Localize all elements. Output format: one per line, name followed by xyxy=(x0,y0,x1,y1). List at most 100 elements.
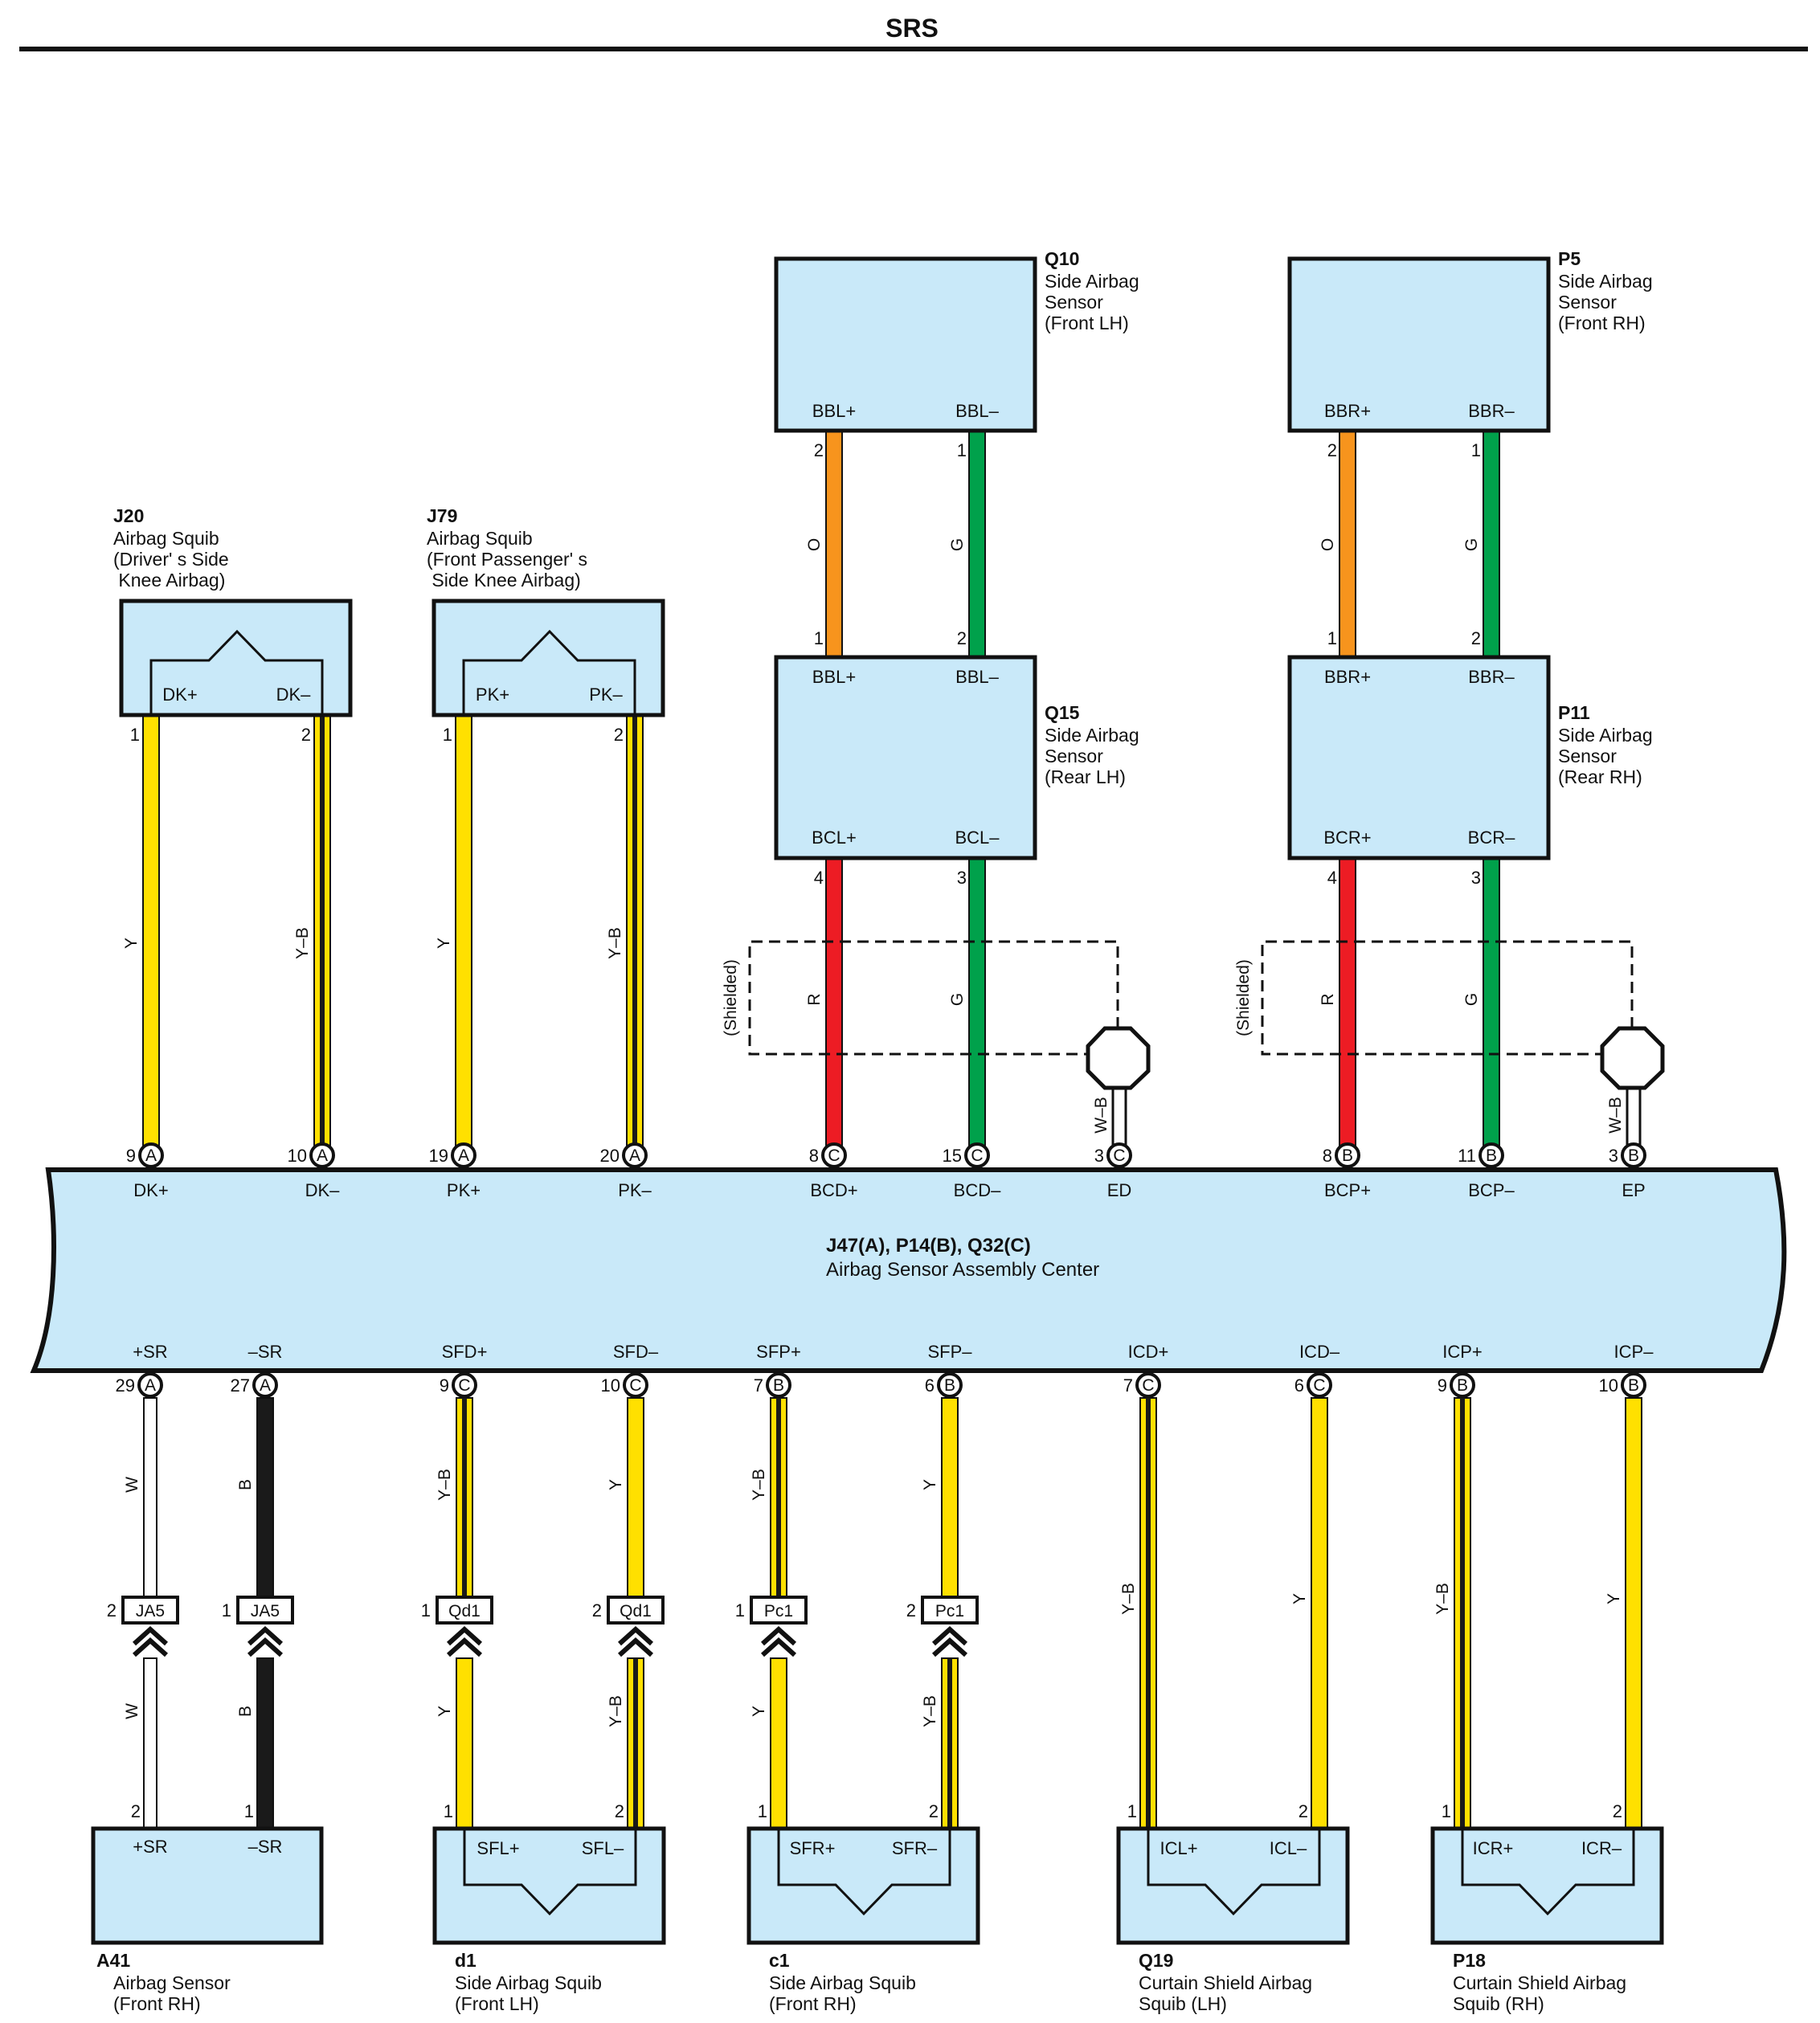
center-assembly-body xyxy=(30,1167,1787,1373)
wire-icd-minus xyxy=(1311,1397,1328,1829)
pin-number: 7 xyxy=(1123,1375,1133,1396)
j20-num-left: 1 xyxy=(130,725,140,745)
pin-connector-letter: A xyxy=(145,1376,156,1395)
label-p11-center-plus: R xyxy=(1319,993,1337,1005)
junction-chevron-upper xyxy=(931,1625,968,1646)
junction-chevron-lower xyxy=(617,1637,654,1657)
j79-box xyxy=(431,599,665,717)
p11-num-top-left: 1 xyxy=(1327,628,1337,648)
shielded-label-rh: (Shielded) xyxy=(1234,959,1253,1036)
q15-pin-bottom-right: BCL– xyxy=(955,828,1000,848)
q10-desc-2: Sensor xyxy=(1045,292,1103,313)
q10-pin-right: BBL– xyxy=(955,401,1000,421)
p18-num-left: 1 xyxy=(1442,1801,1451,1821)
a41-pin-left: +SR xyxy=(133,1837,167,1857)
q15-num-top-right: 2 xyxy=(957,628,967,648)
shield-lh: (Shielded) xyxy=(722,940,1151,1090)
pin-label: ED xyxy=(1107,1180,1132,1200)
wire-p11-center-minus xyxy=(1483,857,1500,1156)
shielded-label-lh: (Shielded) xyxy=(722,959,740,1036)
pin-number: 9 xyxy=(440,1375,449,1396)
pin-connector-letter: A xyxy=(458,1146,469,1165)
d1-num-left: 1 xyxy=(444,1801,453,1821)
pin-label: PK– xyxy=(618,1180,652,1200)
pin-connector-letter: A xyxy=(317,1146,328,1165)
wire-icd-plus-stripe xyxy=(1146,1398,1151,1829)
wire-q15-center-plus xyxy=(825,857,843,1156)
component-d1: SFL+ SFL– d1 Side Airbag Squib (Front LH… xyxy=(432,1801,666,2014)
d1-desc-2: (Front LH) xyxy=(455,1993,539,2014)
pin-connector-letter: C xyxy=(458,1376,470,1395)
p11-desc-1: Side Airbag xyxy=(1558,725,1653,746)
j20-code: J20 xyxy=(113,505,144,526)
junction-box xyxy=(236,1596,294,1625)
pin-connector-circle xyxy=(137,1372,163,1398)
wire-sfr-plus-bottom xyxy=(770,1657,787,1829)
pin-connector-letter: B xyxy=(1486,1146,1497,1165)
pin-label: DK– xyxy=(305,1180,341,1200)
pin-number: 15 xyxy=(943,1146,962,1166)
wires-layer xyxy=(142,430,1642,1829)
p11-pin-top-right: BBR– xyxy=(1468,667,1515,687)
pin-number: 3 xyxy=(1094,1146,1104,1166)
junction-chevron-lower xyxy=(247,1637,284,1657)
p11-pin-bottom-right: BCR– xyxy=(1468,828,1515,848)
wire-j20-minus-stripe xyxy=(320,715,325,1155)
q19-pin-left: ICL+ xyxy=(1159,1838,1197,1858)
p18-desc-1: Curtain Shield Airbag xyxy=(1453,1972,1626,1993)
pin-number: 9 xyxy=(1438,1375,1447,1396)
pin-connector-letter: C xyxy=(828,1146,840,1165)
j20-pin-right: DK– xyxy=(276,685,312,705)
label-sfp-plus-top: Y–B xyxy=(750,1469,768,1501)
pin-connector-letter: C xyxy=(1142,1376,1154,1395)
q19-pin-right: ICL– xyxy=(1270,1838,1307,1858)
junction-code: Pc1 xyxy=(935,1602,964,1620)
q19-desc-1: Curtain Shield Airbag xyxy=(1139,1972,1312,1993)
label-p5-p11-plus: O xyxy=(1319,538,1337,551)
wire-p5-p11-minus xyxy=(1483,430,1500,658)
q15-pin-bottom-left: BCL+ xyxy=(812,828,857,848)
a41-desc-1: Airbag Sensor xyxy=(113,1972,231,1993)
pin-number: 11 xyxy=(1458,1146,1476,1166)
pin-connector-circle xyxy=(1135,1372,1161,1398)
pin-number: 10 xyxy=(1599,1375,1618,1396)
junction-code: JA5 xyxy=(251,1602,280,1620)
pin-label: BCD+ xyxy=(810,1180,857,1200)
q15-box xyxy=(774,655,1037,860)
label-p5-p11-minus: G xyxy=(1462,538,1481,551)
junction-code: Qd1 xyxy=(448,1602,481,1620)
label-sfp-minus-top: Y xyxy=(921,1479,939,1490)
a41-desc-2: (Front RH) xyxy=(113,1993,201,2014)
label-icd-plus: Y–B xyxy=(1119,1583,1138,1615)
pin-connector-letter: C xyxy=(629,1376,641,1395)
pin-connector-circle xyxy=(252,1372,278,1398)
pin-connector-letter: C xyxy=(1313,1376,1325,1395)
pin-connector-circle xyxy=(623,1372,648,1398)
a41-num-left: 2 xyxy=(131,1801,141,1821)
j79-squib-symbol xyxy=(462,629,636,715)
pin-label: DK+ xyxy=(133,1180,168,1200)
pin-connector-circle xyxy=(1450,1372,1475,1398)
p18-desc-2: Squib (RH) xyxy=(1453,1993,1544,2014)
q15-num-top-left: 1 xyxy=(814,628,824,648)
junction-pin-number: 1 xyxy=(735,1600,745,1620)
pin-connector-letter: A xyxy=(260,1376,271,1395)
pin-number: 20 xyxy=(600,1146,620,1166)
wire-q10-q15-minus xyxy=(968,430,986,658)
component-j20: DK+ DK– J20 Airbag Squib (Driver' s Side… xyxy=(113,505,353,745)
pin-connector-letter: B xyxy=(1628,1376,1639,1395)
pin-number: 6 xyxy=(925,1375,935,1396)
q15-pin-top-left: BBL+ xyxy=(812,667,856,687)
q15-code: Q15 xyxy=(1045,702,1080,723)
pin-connector-letter: B xyxy=(1342,1146,1353,1165)
